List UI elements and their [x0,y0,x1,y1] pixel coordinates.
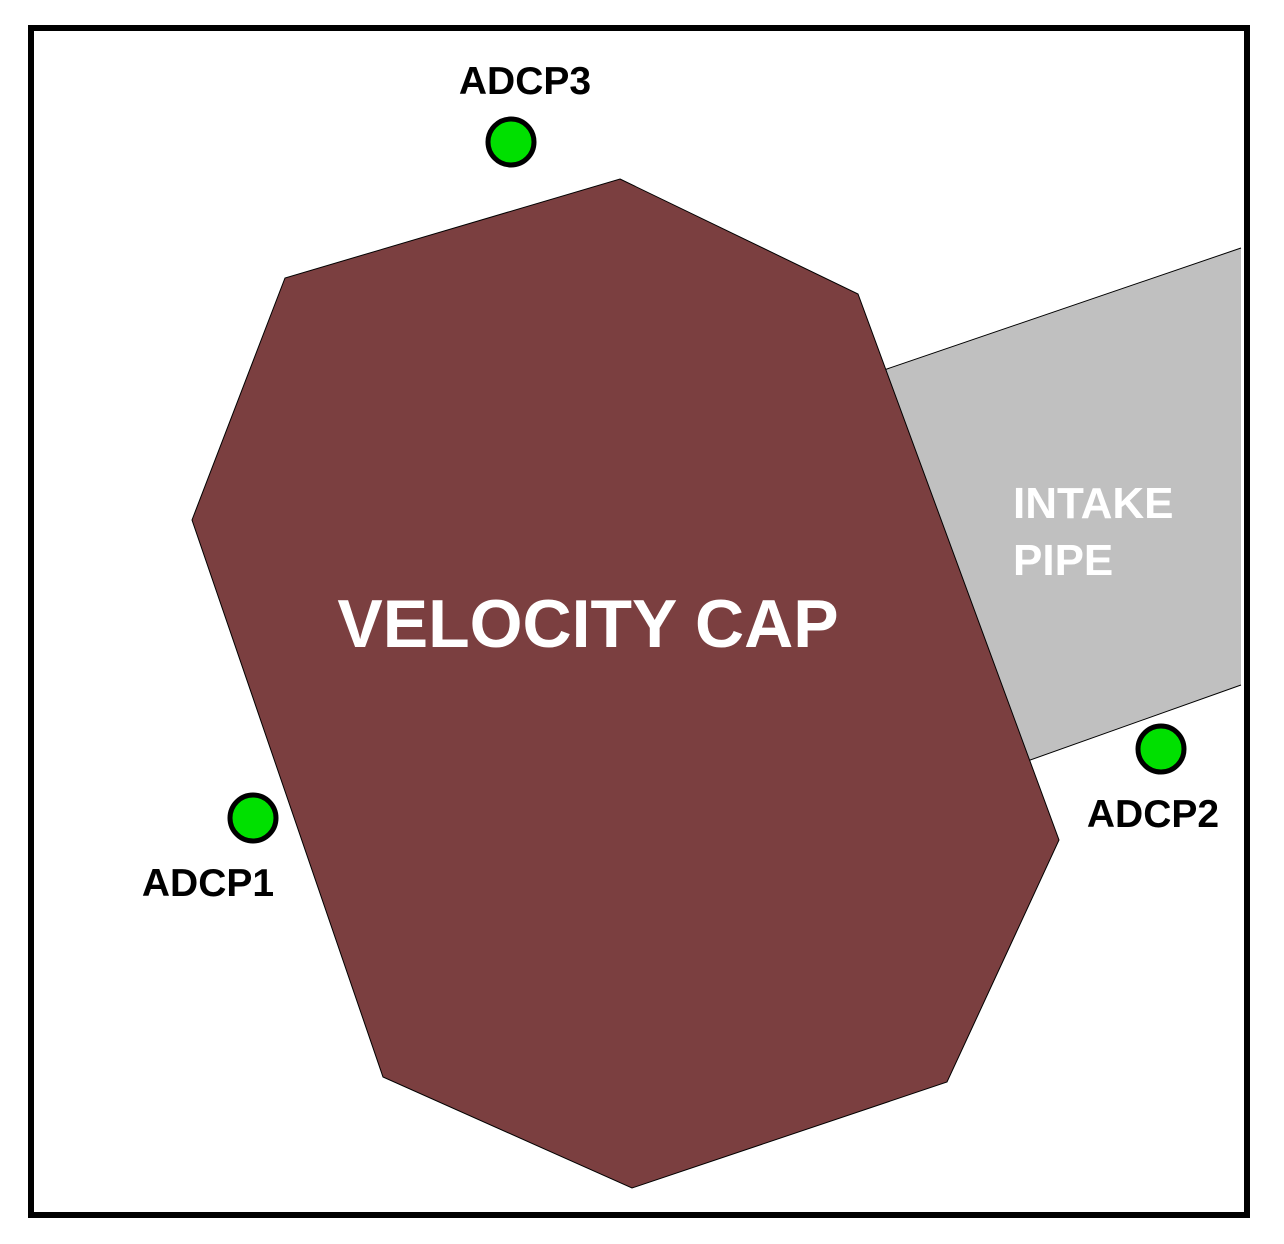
intake-pipe-label-line1: INTAKE [1013,479,1174,528]
velocity-cap [191,178,1060,1189]
adcp3-marker [485,116,537,168]
adcp2-marker [1135,723,1187,775]
intake-pipe-label-line2: PIPE [1013,536,1113,585]
adcp1-marker [227,792,279,844]
adcp3-label: ADCP3 [459,60,591,103]
adcp2-label: ADCP2 [1087,793,1219,836]
adcp1-label: ADCP1 [142,862,274,905]
velocity-cap-label: VELOCITY CAP [337,586,838,662]
intake-pipe-top-edge [839,247,1242,386]
